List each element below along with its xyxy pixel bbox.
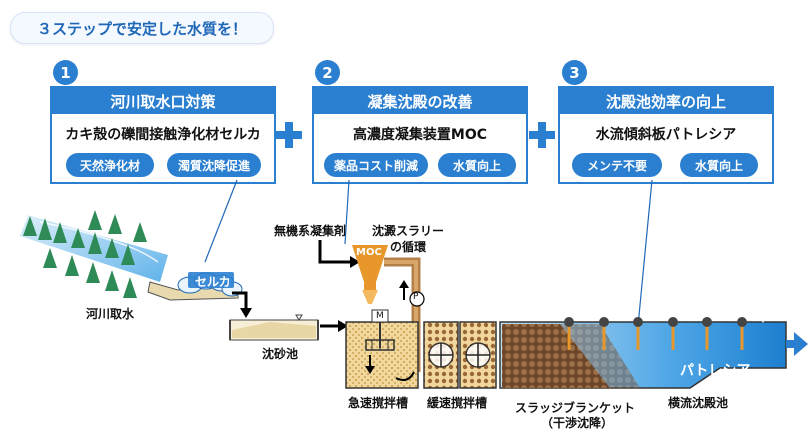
step-3-tag-2: 水質向上: [680, 153, 758, 177]
label-river-intake: 河川取水: [86, 307, 135, 321]
label-sludge-recycle-1: 沈澱スラリー: [372, 224, 445, 238]
label-selca: セルカ: [195, 275, 231, 289]
label-sludge-recycle-2: の循環: [390, 240, 427, 254]
step-1-tag-2: 濁質沈降促進: [167, 153, 261, 177]
tree-icon: [23, 210, 147, 298]
step-2-number: 2: [315, 60, 340, 85]
step-2-tag-1: 薬品コスト削減: [324, 153, 428, 177]
step-2-box: 凝集沈殿の改善 高濃度凝集装置MOC 薬品コスト削減 水質向上: [312, 86, 528, 184]
label-grit-chamber: 沈砂池: [262, 347, 299, 361]
step-2-subtitle: 高濃度凝集装置MOC: [352, 127, 488, 143]
label-patresia: パトレシア: [680, 363, 751, 379]
label-rapid-mixing: 急速撹拌槽: [348, 396, 409, 410]
label-horizontal-settling: 横流沈殿池: [668, 396, 729, 410]
step-1-tag-1: 天然浄化材: [66, 153, 154, 177]
pump-icon: [409, 291, 425, 307]
step-1-number: 1: [53, 60, 78, 85]
plus-icon-1: [276, 122, 302, 148]
connector-line-3: [637, 179, 653, 327]
step-2-title: 凝集沈殿の改善: [314, 88, 526, 114]
sludge-blanket: [502, 324, 610, 388]
step-3-box: 沈殿池効率の向上 水流傾斜板パトレシア メンテ不要 水質向上: [558, 86, 774, 184]
label-pump: P: [413, 292, 419, 302]
label-coagulant: 無機系凝集剤: [274, 224, 347, 238]
moc-unit: [352, 245, 388, 282]
step-1-box: 河川取水口対策 カキ殻の礫間接触浄化材セルカ 天然浄化材 濁質沈降促進: [50, 86, 276, 184]
outflow-arrow-icon: [794, 332, 808, 356]
step-1-subtitle: カキ殻の礫間接触浄化材セルカ: [65, 127, 261, 143]
step-1-title: 河川取水口対策: [52, 88, 274, 114]
label-slow-mixing: 緩速撹拌槽: [427, 396, 488, 410]
step-3-tag-1: メンテ不要: [572, 153, 662, 177]
step-3-number: 3: [562, 60, 587, 85]
rapid-mixing-tank: [345, 321, 419, 389]
connector-line-2: [344, 179, 350, 245]
label-interference-settling: （干渉沈降）: [541, 416, 614, 430]
step-3-subtitle: 水流傾斜板パトレシア: [595, 127, 737, 143]
flow-arrow-2: [338, 320, 348, 332]
step-2-tag-2: 水質向上: [438, 153, 516, 177]
plus-icon-2: [529, 122, 555, 148]
label-motor: M: [376, 311, 384, 321]
header-title: ３ステップで安定した水質を！: [10, 12, 274, 44]
step-3-title: 沈殿池効率の向上: [560, 88, 772, 114]
coagulant-line: [318, 240, 352, 264]
label-sludge-blanket: スラッジブランケット: [515, 401, 636, 415]
connector-line-1: [204, 179, 238, 263]
label-moc: MOC: [356, 247, 382, 258]
flow-arrow-1: [232, 291, 248, 310]
